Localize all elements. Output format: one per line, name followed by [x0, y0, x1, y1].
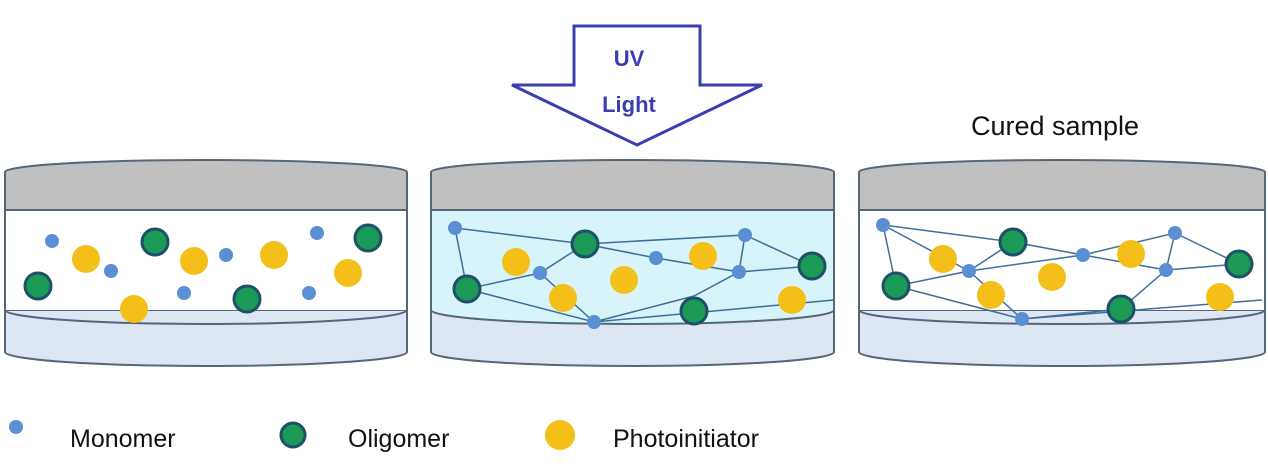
photoinitiator — [502, 248, 530, 276]
photoinitiator — [1038, 263, 1066, 291]
photoinitiator — [1206, 283, 1234, 311]
dish-curing — [430, 159, 835, 367]
oligomer — [353, 223, 383, 253]
monomer — [876, 218, 890, 232]
monomer — [104, 264, 118, 278]
dish-contents — [431, 210, 834, 310]
monomer — [738, 228, 752, 242]
oligomer — [570, 229, 600, 259]
dish-uncured — [4, 159, 408, 367]
network-edge — [882, 224, 1014, 287]
oligomer — [797, 251, 827, 281]
uv-arrow-shape — [511, 24, 763, 147]
dish-lid — [4, 159, 408, 211]
monomer — [962, 264, 976, 278]
photoinitiator — [334, 259, 362, 287]
oligomer — [1224, 249, 1254, 279]
monomer — [448, 221, 462, 235]
light-label: Light — [602, 92, 656, 117]
monomer — [533, 266, 547, 280]
photoinitiator — [689, 242, 717, 270]
legend-item-photoinitiator: Photoinitiator — [545, 420, 759, 453]
oligomer — [232, 284, 262, 314]
network-edge — [454, 227, 813, 267]
monomer — [1015, 312, 1029, 326]
monomer — [1168, 226, 1182, 240]
legend-photoinitiator-label: Photoinitiator — [613, 425, 759, 453]
photoinitiator — [260, 241, 288, 269]
cured-sample-label: Cured sample — [971, 111, 1139, 141]
legend-item-monomer: Monomer — [9, 420, 176, 453]
oligomer — [140, 227, 170, 257]
oligomer — [998, 227, 1028, 257]
dish-cured — [858, 159, 1266, 367]
oligomer — [679, 296, 709, 326]
dish-lid — [858, 159, 1266, 211]
monomer-legend-icon — [9, 420, 23, 434]
dish-base-top-edge — [4, 309, 408, 325]
network-edge — [539, 265, 813, 323]
oligomer — [1106, 294, 1136, 324]
legend-oligomer-label: Oligomer — [348, 425, 449, 453]
legend: Monomer Oligomer Photoinitiator — [9, 420, 759, 453]
monomer — [310, 226, 324, 240]
monomer — [177, 286, 191, 300]
photoinitiator — [549, 284, 577, 312]
dish-contents — [859, 210, 1265, 310]
dish-base-top-edge — [858, 309, 1266, 325]
oligomer — [452, 274, 482, 304]
monomer — [1076, 248, 1090, 262]
photoinitiator — [929, 245, 957, 273]
legend-item-oligomer: Oligomer — [279, 421, 449, 453]
particles — [876, 218, 1254, 326]
network-edge — [454, 227, 586, 290]
dish-base — [858, 309, 1266, 367]
photoinitiator-legend-icon — [545, 420, 575, 450]
oligomer — [881, 271, 911, 301]
photoinitiator — [72, 245, 100, 273]
polymer-network — [454, 227, 835, 323]
photoinitiator — [180, 247, 208, 275]
dish-base — [430, 309, 835, 367]
particles — [448, 221, 827, 329]
particles — [23, 223, 383, 323]
uv-light-arrow: UV Light — [511, 24, 763, 147]
photoinitiator — [610, 266, 638, 294]
monomer — [649, 251, 663, 265]
monomer — [732, 265, 746, 279]
photoinitiator — [977, 281, 1005, 309]
photoinitiator — [120, 295, 148, 323]
dish-lid — [430, 159, 835, 211]
photoinitiator — [778, 286, 806, 314]
oligomer-legend-icon — [279, 421, 307, 449]
monomer — [1159, 263, 1173, 277]
photoinitiator — [1117, 240, 1145, 268]
dish-base — [4, 309, 408, 367]
monomer — [219, 248, 233, 262]
monomer — [587, 315, 601, 329]
oligomer — [23, 271, 53, 301]
dish-liquid-bottom — [430, 309, 835, 325]
legend-monomer-label: Monomer — [70, 425, 176, 453]
monomer — [45, 234, 59, 248]
uv-label: UV — [614, 46, 645, 71]
monomer — [302, 286, 316, 300]
